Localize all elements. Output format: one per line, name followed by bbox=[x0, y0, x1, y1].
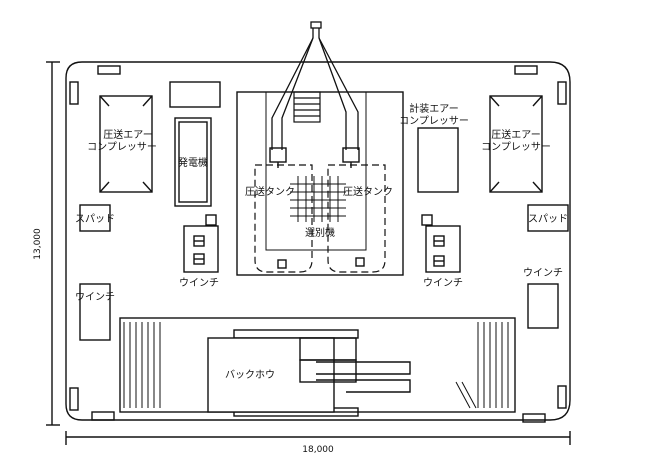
winch-right-outer-label: ウインチ bbox=[523, 267, 563, 279]
pressure-tank-left bbox=[254, 164, 313, 273]
winch-right-inner-unit bbox=[421, 214, 461, 273]
generator bbox=[174, 117, 212, 207]
spud-right-box bbox=[527, 204, 569, 232]
winch-left-inner-label: ウインチ bbox=[179, 277, 219, 289]
backhoe-label: バックホウ bbox=[225, 369, 275, 381]
height-dimension-label: 13,000 bbox=[33, 228, 43, 260]
width-dimension-label: 18,000 bbox=[302, 445, 334, 455]
tank-left-label: 圧送タンク bbox=[245, 185, 295, 198]
compressor-right-label-1: 圧送エアー bbox=[491, 128, 540, 141]
corner-bollard-top-left bbox=[69, 65, 121, 105]
separator-grid bbox=[290, 176, 346, 222]
corner-bollard-bottom-right bbox=[522, 385, 567, 423]
height-dimension-line bbox=[46, 61, 60, 426]
tank-valve-right bbox=[342, 147, 360, 168]
instrument-compressor-label-2: コンプレッサー bbox=[399, 115, 469, 127]
barge-deck-outline bbox=[65, 61, 571, 421]
instrument-compressor-label-1: 計装エアー bbox=[409, 102, 458, 115]
equipment-box-top bbox=[169, 81, 221, 108]
winch-left-inner-unit bbox=[183, 214, 219, 273]
compressor-right-label-2: コンプレッサー bbox=[481, 141, 551, 153]
compressor-left-label-2: コンプレッサー bbox=[87, 141, 157, 153]
rail-left bbox=[123, 322, 161, 408]
width-dimension-line bbox=[65, 431, 571, 445]
access-stair bbox=[293, 91, 321, 123]
diagram-labels: 13,000 18,000 圧送エアー コンプレッサー 発電機 計装エアー コン… bbox=[33, 102, 568, 455]
spud-right-label: スパッド bbox=[528, 213, 568, 225]
pressure-tank-right bbox=[327, 164, 386, 273]
rail-right-diagonal bbox=[455, 381, 477, 409]
tank-outlet-left bbox=[277, 259, 287, 269]
corner-bollard-bottom-left bbox=[69, 387, 115, 421]
instrument-air-compressor bbox=[417, 127, 459, 193]
separator-label: 選別機 bbox=[305, 226, 335, 239]
tank-right-label: 圧送タンク bbox=[343, 185, 393, 198]
backhoe bbox=[207, 329, 411, 417]
winch-right-inner-label: ウインチ bbox=[423, 277, 463, 289]
tank-valve-left bbox=[269, 147, 287, 168]
compressor-left bbox=[99, 95, 153, 193]
compressor-right bbox=[489, 95, 543, 193]
tank-outlet-right bbox=[355, 257, 365, 267]
spud-left-box bbox=[79, 204, 111, 232]
winch-left-outer-box bbox=[79, 283, 111, 341]
corner-bollard-top-right bbox=[514, 65, 567, 105]
rail-right bbox=[477, 322, 509, 408]
generator-label: 発電機 bbox=[178, 156, 208, 169]
spud-left-label: スパッド bbox=[75, 213, 115, 225]
compressor-left-label-1: 圧送エアー bbox=[103, 128, 152, 141]
winch-right-outer-box bbox=[527, 283, 559, 329]
air-supply-pipe bbox=[271, 21, 359, 150]
winch-left-outer-label: ウインチ bbox=[75, 291, 115, 303]
